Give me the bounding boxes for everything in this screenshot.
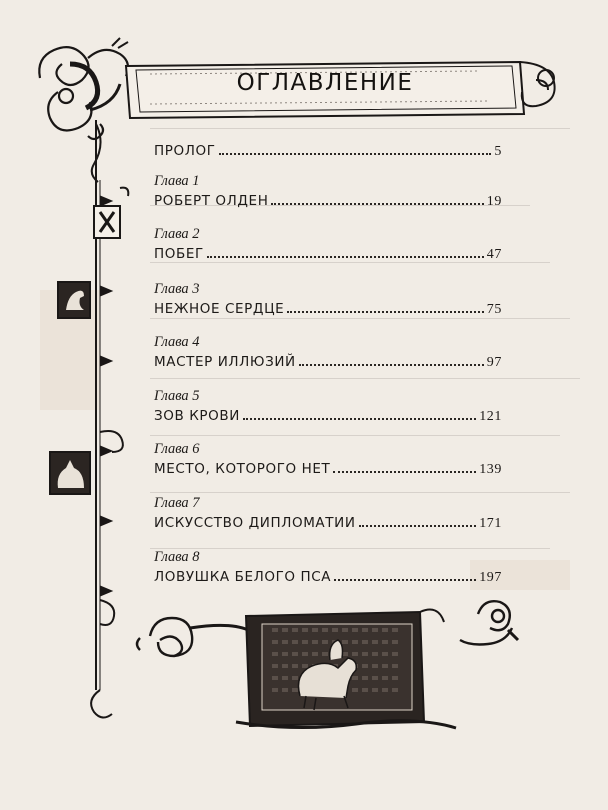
entry-title: РОБЕРТ ОЛДЕН [154,193,269,209]
toc-entry-chapter-6[interactable]: Глава 6 МЕСТО, КОТОРОГО НЕТ 139 [154,440,502,478]
dot-leader [287,298,484,313]
entry-title: ИСКУССТВО ДИПЛОМАТИИ [154,515,356,531]
chapter-label: Глава 8 [154,549,200,565]
toc-line: НЕЖНОЕ СЕРДЦЕ 75 [154,298,502,318]
page-number: 171 [479,516,502,531]
dot-leader [358,512,477,527]
bleed-through-line [150,128,570,129]
toc-line: ЛОВУШКА БЕЛОГО ПСА 197 [154,566,502,586]
page-title: ОГЛАВЛЕНИЕ [236,70,414,96]
toc-entry-prologue[interactable]: ПРОЛОГ 5 [154,140,502,160]
entry-title: ПРОЛОГ [154,143,216,159]
dot-leader [206,243,484,258]
page-number: 19 [486,194,502,209]
toc-line: ИСКУССТВО ДИПЛОМАТИИ 171 [154,512,502,532]
toc-line: РОБЕРТ ОЛДЕН 19 [154,190,502,210]
bleed-through-line [150,205,530,206]
toc-entry-chapter-1[interactable]: Глава 1 РОБЕРТ ОЛДЕН 19 [154,172,502,210]
dot-leader [218,140,492,155]
toc-entry-chapter-2[interactable]: Глава 2 ПОБЕГ 47 [154,225,502,263]
page-number: 121 [479,409,502,424]
entry-title: МЕСТО, КОТОРОГО НЕТ [154,461,331,477]
toc-line: МАСТЕР ИЛЛЮЗИЙ 97 [154,351,502,371]
entry-title: ЗОВ КРОВИ [154,408,240,424]
chapter-label: Глава 1 [154,173,200,189]
toc-line: МЕСТО, КОТОРОГО НЕТ 139 [154,458,502,478]
knot-flourish-right-icon [459,600,520,646]
dot-leader [298,351,484,366]
page-number: 139 [479,462,502,477]
fox-tile-icon [49,451,91,495]
toc-entry-chapter-3[interactable]: Глава 3 НЕЖНОЕ СЕРДЦЕ 75 [154,280,502,318]
entry-title: ЛОВУШКА БЕЛОГО ПСА [154,569,332,585]
page-number: 75 [486,302,502,317]
bleed-through-line [150,378,580,379]
toc-line: ЗОВ КРОВИ 121 [154,405,502,425]
toc-entry-chapter-7[interactable]: Глава 7 ИСКУССТВО ДИПЛОМАТИИ 171 [154,494,502,532]
toc-entry-chapter-5[interactable]: Глава 5 ЗОВ КРОВИ 121 [154,387,502,425]
chapter-label: Глава 5 [154,388,200,404]
entry-title: НЕЖНОЕ СЕРДЦЕ [154,301,285,317]
bleed-through-line [150,548,550,549]
bleed-through-line [150,318,570,319]
cross-tile-icon [93,205,121,239]
bleed-through-line [150,492,570,493]
dot-leader [334,566,477,581]
page-number: 5 [494,144,502,159]
dot-leader [333,458,477,473]
toc-line: ПРОЛОГ 5 [154,140,502,160]
chapter-label: Глава 3 [154,281,200,297]
celtic-knot-corner-icon [38,37,130,141]
knot-flourish-left-icon [135,616,249,658]
toc-entry-chapter-8[interactable]: Глава 8 ЛОВУШКА БЕЛОГО ПСА 197 [154,548,502,586]
entry-title: МАСТЕР ИЛЛЮЗИЙ [154,354,296,370]
toc-line: ПОБЕГ 47 [154,243,502,263]
bleed-through-line [150,262,550,263]
chapter-label: Глава 7 [154,495,200,511]
scroll-banner-icon [124,60,556,120]
horse-tile-icon [57,281,91,319]
knight-on-horse-illustration-icon [235,608,457,730]
page-shading [470,560,570,590]
entry-title: ПОБЕГ [154,246,204,262]
chapter-label: Глава 6 [154,441,200,457]
chapter-label: Глава 2 [154,226,200,242]
dot-leader [242,405,477,420]
dot-leader [271,190,484,205]
page-number: 197 [479,570,502,585]
chapter-label: Глава 4 [154,334,200,350]
toc-entry-chapter-4[interactable]: Глава 4 МАСТЕР ИЛЛЮЗИЙ 97 [154,333,502,371]
page-number: 97 [486,355,502,370]
bleed-through-line [150,435,560,436]
page-number: 47 [486,247,502,262]
